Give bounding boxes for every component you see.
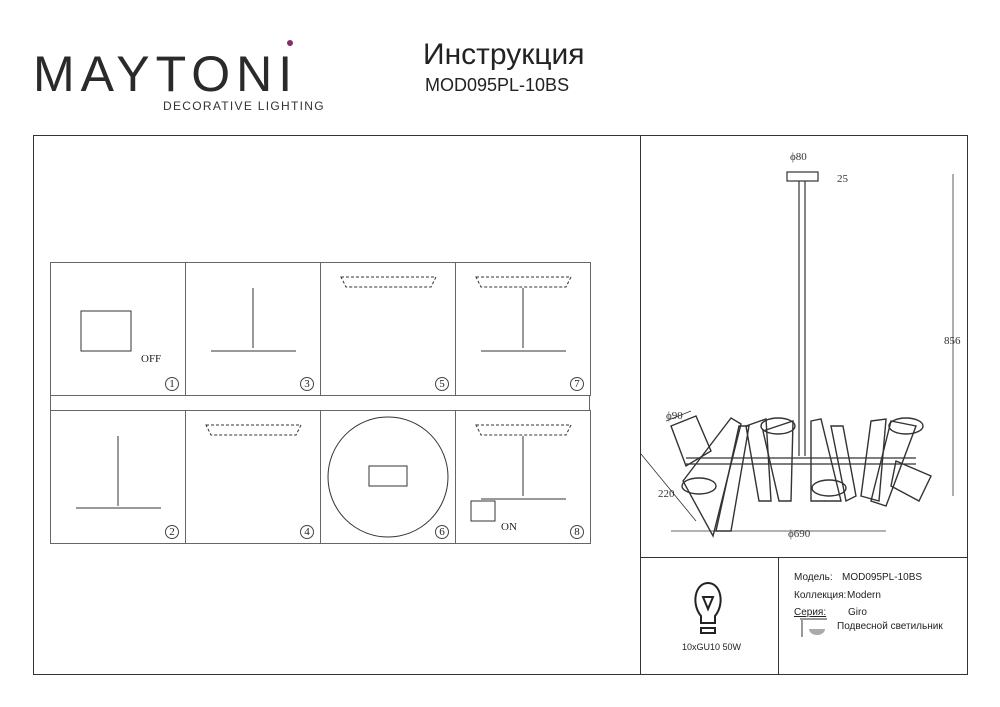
pendant-lamp-icon bbox=[800, 618, 827, 637]
instruction-frame bbox=[33, 135, 968, 675]
step-number: 1 bbox=[165, 377, 179, 391]
dim-canopy-height: 25 bbox=[837, 173, 848, 185]
page-title: Инструкция bbox=[423, 38, 585, 71]
step-panel: 5 bbox=[320, 262, 456, 396]
series-label: Серия: bbox=[794, 607, 827, 618]
step-illustration bbox=[205, 424, 302, 436]
step-illustration bbox=[327, 416, 449, 538]
step-illustration bbox=[80, 310, 132, 352]
step-illustration bbox=[475, 276, 572, 352]
dim-depth: 220 bbox=[658, 488, 675, 500]
dim-width: ϕ690 bbox=[788, 528, 811, 540]
collection-label: Коллекция: bbox=[794, 590, 847, 601]
brand-logo: MAYTONI bbox=[33, 46, 299, 102]
collection-value: Modern bbox=[847, 590, 881, 601]
switch-state-label: OFF bbox=[141, 353, 162, 365]
step-number: 8 bbox=[570, 525, 584, 539]
model-label: Модель: bbox=[794, 572, 833, 583]
switch-state-label: ON bbox=[501, 521, 517, 533]
step-number: 6 bbox=[435, 525, 449, 539]
dim-height: 856 bbox=[944, 335, 961, 347]
step-panel: 6 bbox=[320, 410, 456, 544]
step-panel: 4 bbox=[185, 410, 321, 544]
divider bbox=[640, 135, 641, 675]
step-panel: 2 bbox=[50, 410, 186, 544]
dimension-drawing bbox=[641, 171, 954, 538]
model-code: MOD095PL-10BS bbox=[425, 75, 570, 95]
step-illustration bbox=[76, 436, 161, 509]
dim-shade-diameter: ϕ90 bbox=[666, 410, 683, 422]
step-illustration bbox=[211, 288, 296, 352]
divider bbox=[640, 557, 968, 558]
series-value: Giro bbox=[848, 607, 867, 618]
step-number: 3 bbox=[300, 377, 314, 391]
step-panel: 7 bbox=[455, 262, 591, 396]
dim-canopy-diameter: ϕ80 bbox=[790, 151, 807, 163]
model-value: MOD095PL-10BS bbox=[842, 572, 923, 583]
step-illustration bbox=[470, 424, 572, 522]
bulb-spec: 10xGU10 50W bbox=[682, 642, 742, 652]
step-panel: 3 bbox=[185, 262, 321, 396]
divider bbox=[778, 557, 779, 675]
lamp-type: Подвесной светильник bbox=[837, 621, 943, 632]
step-number: 2 bbox=[165, 525, 179, 539]
step-panel: 8 ON bbox=[455, 410, 591, 544]
step-number: 4 bbox=[300, 525, 314, 539]
brand-tagline: DECORATIVE LIGHTING bbox=[163, 99, 325, 113]
step-number: 7 bbox=[570, 377, 584, 391]
bulb-icon bbox=[694, 581, 722, 634]
step-number: 5 bbox=[435, 377, 449, 391]
logo-dot bbox=[287, 40, 293, 46]
step-illustration bbox=[340, 276, 437, 288]
